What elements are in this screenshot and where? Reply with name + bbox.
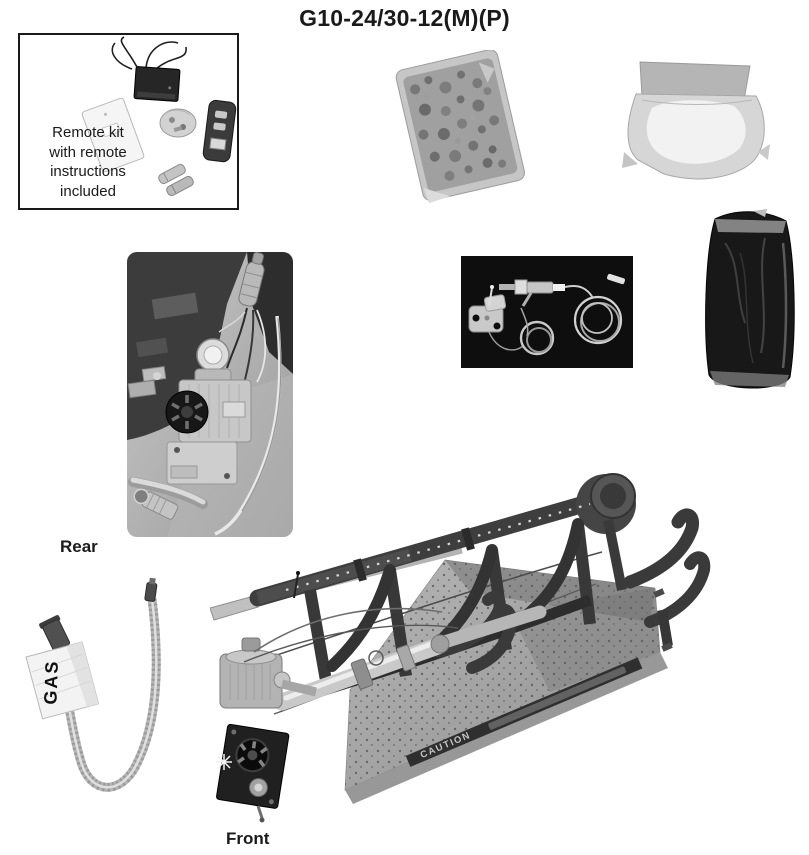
lava-rock-bag-photo (705, 209, 795, 389)
bag-wrinkles (724, 237, 788, 369)
valve-rear-photo (127, 252, 293, 537)
ember-bag-photo (395, 50, 525, 204)
batteries (158, 163, 194, 197)
wire-harness-plug (238, 252, 265, 307)
hardware-bag (159, 108, 197, 138)
gas-tag: GAS (25, 641, 100, 720)
gas-valve-front (216, 607, 459, 823)
remote-control (202, 99, 237, 163)
rear-burner-tube (249, 473, 636, 607)
wall-plate (81, 97, 145, 173)
granule-texture (410, 70, 507, 181)
hose-end-fitting (144, 577, 158, 602)
flex-hose (55, 598, 161, 792)
pilot-assembly-photo (461, 256, 633, 368)
remote-kit-photo (81, 36, 237, 197)
igniter-electrode (293, 573, 299, 599)
remote-kit-caption: Remote kit with remote instructions incl… (49, 124, 127, 200)
valve-lead-wires (243, 607, 459, 663)
page-title: G10-24/30-12(M)(P) (299, 5, 510, 31)
burner-assembly-photo: CAUTION (210, 473, 711, 823)
pressure-gauge (196, 338, 230, 372)
thermocouple-coil-small (519, 320, 555, 356)
remote-kit-box: Remote kit with remote instructions incl… (18, 33, 239, 210)
gas-flex-connector-photo: GAS (25, 577, 161, 792)
spark-mark (216, 754, 232, 770)
rear-view-label: Rear (60, 537, 98, 556)
valve-mount-plate (216, 723, 290, 809)
rockwool-bag-photo (622, 61, 770, 180)
front-view-label: Front (226, 829, 270, 848)
pilot-assembly-drawing (468, 273, 625, 356)
hose-barb-fitting (133, 488, 179, 520)
control-knob (165, 390, 209, 434)
pilot-burner-body (499, 279, 565, 307)
receiver-box (133, 66, 181, 102)
pilot-bracket (468, 294, 507, 333)
thermocouple-coil-large (573, 295, 623, 345)
receiver-wires (111, 36, 187, 70)
gas-tag-text: GAS (40, 659, 62, 705)
